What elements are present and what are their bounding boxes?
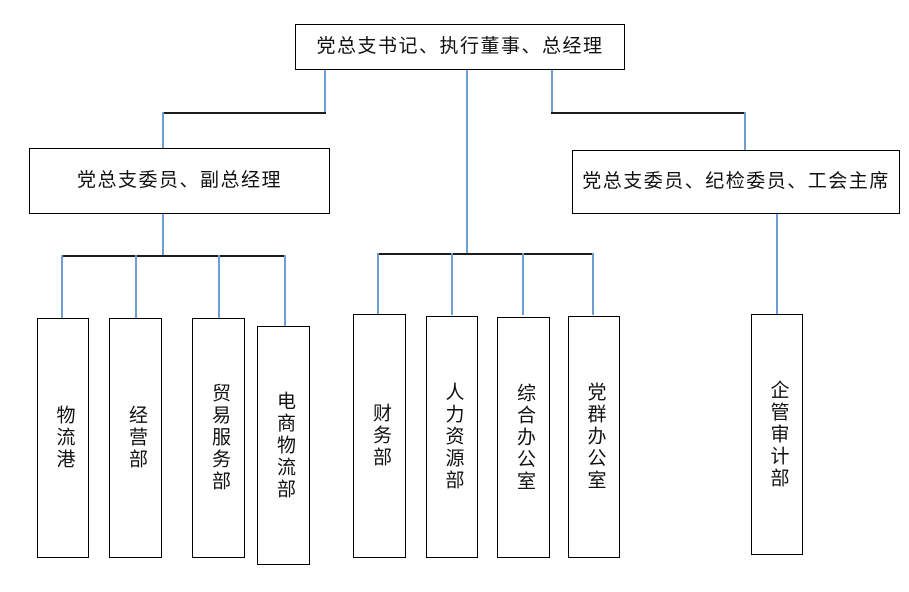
connector-bus-left-group <box>61 255 285 257</box>
node-top-leader[interactable]: 党总支书记、执行董事、总经理 <box>295 24 625 70</box>
connector-drop-logistics-port <box>61 255 63 320</box>
connector-drop-general-office <box>522 253 524 315</box>
connector-into-l2-left <box>162 112 164 150</box>
connector-bus-middle-group <box>377 253 593 255</box>
connector-top-to-right-branch <box>551 70 553 113</box>
connector-drop-finance <box>377 253 379 315</box>
node-enterprise-audit-dept[interactable]: 企管审计部 <box>751 314 803 555</box>
node-ecommerce-logistics-dept[interactable]: 电商物流部 <box>257 326 310 565</box>
connector-drop-enterprise-audit <box>776 214 778 314</box>
node-label: 党群办公室 <box>584 382 606 492</box>
connector-drop-party-office <box>592 253 594 315</box>
connector-top-to-middle-branch <box>466 70 468 253</box>
node-label: 经营部 <box>125 405 147 471</box>
node-label: 电商物流部 <box>273 390 295 501</box>
node-trade-service-dept[interactable]: 贸易服务部 <box>192 318 245 558</box>
connector-drop-trade-service <box>218 255 220 320</box>
connector-top-to-left-branch <box>324 70 326 113</box>
node-operations-dept[interactable]: 经营部 <box>109 318 162 558</box>
connector-l2-left-stem <box>162 214 164 255</box>
connector-drop-operations <box>135 255 137 320</box>
node-label: 综合办公室 <box>513 382 535 493</box>
node-human-resources-dept[interactable]: 人力资源部 <box>426 316 478 558</box>
node-label: 党总支书记、执行董事、总经理 <box>316 36 604 58</box>
connector-drop-human-resources <box>451 253 453 315</box>
connector-drop-ecommerce-logistics <box>284 255 286 328</box>
node-party-affairs-office[interactable]: 党群办公室 <box>568 316 620 558</box>
node-label: 物流港 <box>53 405 75 471</box>
node-discipline-union[interactable]: 党总支委员、纪检委员、工会主席 <box>572 150 900 214</box>
node-label: 贸易服务部 <box>208 383 230 493</box>
node-label: 财务部 <box>369 403 391 469</box>
node-logistics-port[interactable]: 物流港 <box>37 318 89 558</box>
node-deputy-gm[interactable]: 党总支委员、副总经理 <box>29 148 330 214</box>
connector-into-l2-right <box>744 112 746 150</box>
connector-elbow-left <box>162 112 326 114</box>
node-label: 党总支委员、副总经理 <box>76 170 282 192</box>
node-finance-dept[interactable]: 财务部 <box>353 314 406 558</box>
node-general-office[interactable]: 综合办公室 <box>497 317 550 558</box>
node-label: 党总支委员、纪检委员、工会主席 <box>582 171 890 193</box>
node-label: 人力资源部 <box>442 382 464 492</box>
node-label: 企管审计部 <box>767 379 789 490</box>
connector-elbow-right <box>551 112 745 114</box>
